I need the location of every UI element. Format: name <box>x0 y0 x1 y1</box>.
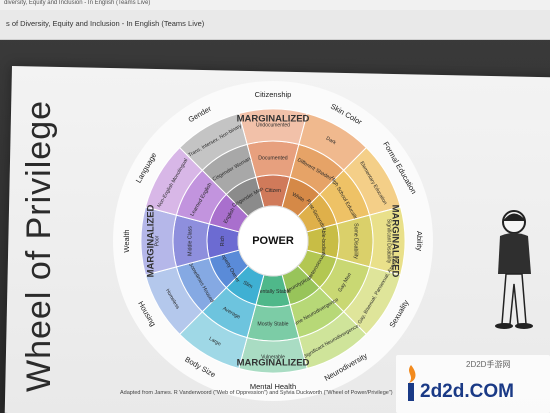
wheel-slice-label: Significant Disability <box>386 219 392 264</box>
slide-credit: Adapted from James. R Vanderwoord ("Web … <box>120 390 393 396</box>
wheel-center-label: POWER <box>252 235 294 247</box>
wheel-slice-label: White <box>291 192 306 204</box>
wheel-center <box>237 205 309 277</box>
wheel-slice-label: Rich <box>220 236 226 246</box>
wheel-slice-label: Slim <box>242 280 254 290</box>
wheel-slice-label: Vulnerable <box>261 354 285 360</box>
privilege-wheel: Citizen Documented Undocumented Citizenship… <box>108 76 438 406</box>
watermark-small-text: 2D2D手游网 <box>466 360 511 369</box>
wheel-slice-label: Citizen <box>265 188 281 194</box>
marginalized-label: MARGINALIZED <box>389 205 400 278</box>
browser-tab-text[interactable]: diversity, Equity and Inclusion - In Eng… <box>4 0 151 6</box>
marginalized-label: MARGINALIZED <box>146 204 157 277</box>
wheel-slice-label: Poor <box>154 235 160 246</box>
wheel-slice-label: Mentally Stable <box>255 289 291 295</box>
wheel-slice-label: Documented <box>258 155 288 161</box>
wheel-slice-label: Dark <box>325 136 338 147</box>
wheel-slice-label: Able-bodied <box>320 227 326 255</box>
wheel-slice-label: Some Disability <box>353 223 359 259</box>
browser-tab-strip: diversity, Equity and Inclusion - In Eng… <box>0 0 550 10</box>
marginalized-label: MARGINALIZED <box>237 114 310 125</box>
wheel-slice <box>178 112 248 171</box>
slide-title: Wheel of Privilege <box>20 99 58 392</box>
meeting-title-bar: s of Diversity, Equity and Inclusion - I… <box>0 10 550 40</box>
wheel-category-label: Ability <box>415 231 424 251</box>
wheel-slice-label: Mostly Stable <box>257 321 288 327</box>
meeting-title: s of Diversity, Equity and Inclusion - I… <box>6 19 205 28</box>
wheel-slice-label: Large <box>208 336 222 348</box>
wheel-slice-label: Middle Class <box>187 226 193 256</box>
wheel-category-label: Wealth <box>122 229 131 252</box>
privilege-wheel-svg: Citizen Documented Undocumented Citizenship… <box>113 81 433 401</box>
site-watermark: 2D2D手游网 2d2d.COM <box>396 355 550 413</box>
marginalized-label: MARGINALIZED <box>237 358 310 369</box>
torch-logo-icon <box>408 365 416 401</box>
person-illustration-icon <box>495 210 533 329</box>
wheel-category-label: Mental Health <box>250 382 296 391</box>
watermark-site-text: 2d2d.COM <box>420 381 514 402</box>
wheel-category-label: Citizenship <box>255 90 292 99</box>
wheel-slice-label: Undocumented <box>256 122 290 128</box>
